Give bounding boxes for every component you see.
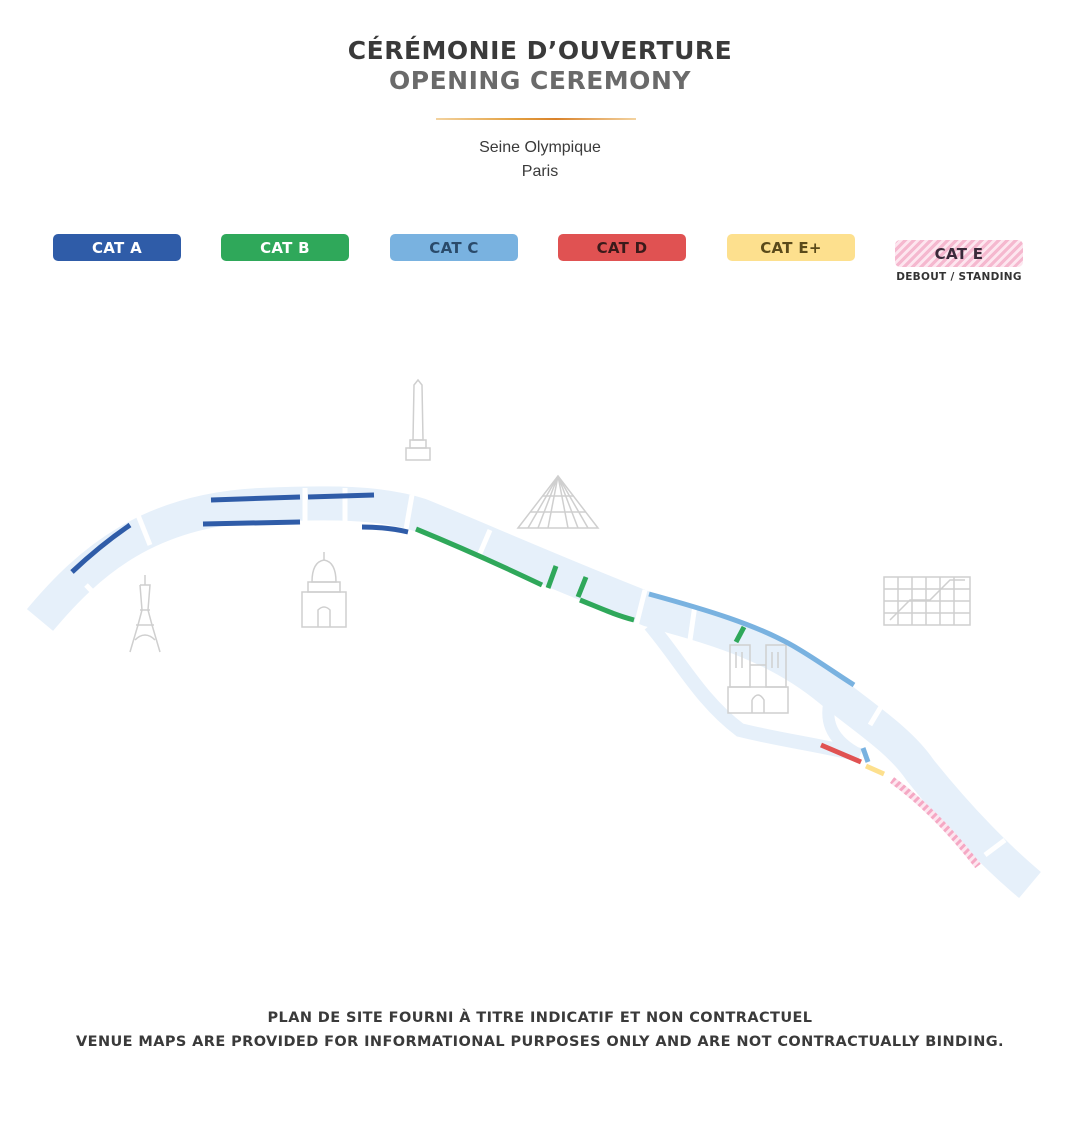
legend-cat-b[interactable]: CAT B bbox=[221, 234, 349, 261]
category-legend: CAT A CAT B CAT C CAT D CAT E+ CAT E DEB… bbox=[0, 234, 1080, 294]
title-english: OPENING CEREMONY bbox=[389, 66, 691, 95]
legend-cat-eplus-label: CAT E+ bbox=[727, 234, 855, 261]
eiffel-tower-icon bbox=[129, 575, 161, 653]
title-divider bbox=[436, 118, 636, 120]
venue-name: Seine Olympique bbox=[479, 139, 601, 156]
legend-cat-e[interactable]: CAT E DEBOUT / STANDING bbox=[895, 240, 1023, 283]
legend-cat-b-label: CAT B bbox=[221, 234, 349, 261]
seine-river bbox=[26, 486, 1041, 899]
obelisk-icon bbox=[405, 378, 431, 461]
legend-cat-d[interactable]: CAT D bbox=[558, 234, 686, 261]
legend-cat-e-label: CAT E bbox=[895, 240, 1023, 267]
legend-cat-a[interactable]: CAT A bbox=[53, 234, 181, 261]
legend-cat-c-label: CAT C bbox=[390, 234, 518, 261]
standing-cat-e[interactable] bbox=[889, 777, 981, 869]
notre-dame-icon bbox=[727, 644, 789, 714]
disclaimer-french: PLAN DE SITE FOURNI À TITRE INDICATIF ET… bbox=[267, 1010, 813, 1026]
bridges bbox=[84, 488, 1007, 857]
title-french: CÉRÉMONIE D’OUVERTURE bbox=[347, 36, 733, 65]
legend-cat-a-label: CAT A bbox=[53, 234, 181, 261]
venue-info: Seine Olympique Paris bbox=[0, 136, 1080, 184]
legend-cat-d-label: CAT D bbox=[558, 234, 686, 261]
seating-cat-c[interactable] bbox=[648, 591, 871, 763]
seating-cat-d[interactable] bbox=[820, 742, 862, 765]
disclaimer-english: VENUE MAPS ARE PROVIDED FOR INFORMATIONA… bbox=[76, 1034, 1004, 1050]
legend-cat-c[interactable]: CAT C bbox=[390, 234, 518, 261]
venue-map bbox=[26, 378, 1041, 899]
standing-note: DEBOUT / STANDING bbox=[896, 271, 1022, 283]
legend-cat-eplus[interactable]: CAT E+ bbox=[727, 234, 855, 261]
louvre-pyramid-icon bbox=[516, 474, 600, 529]
seating-cat-eplus[interactable] bbox=[864, 763, 886, 777]
disclaimer: PLAN DE SITE FOURNI À TITRE INDICATIF ET… bbox=[0, 1006, 1080, 1054]
invalides-dome-icon bbox=[301, 552, 347, 628]
seating-cat-b[interactable] bbox=[415, 526, 747, 644]
page-title: CÉRÉMONIE D’OUVERTURE OPENING CEREMONY bbox=[0, 36, 1080, 96]
venue-city: Paris bbox=[521, 163, 559, 180]
seating-cat-a[interactable] bbox=[70, 492, 409, 574]
pompidou-center-icon bbox=[883, 576, 971, 626]
